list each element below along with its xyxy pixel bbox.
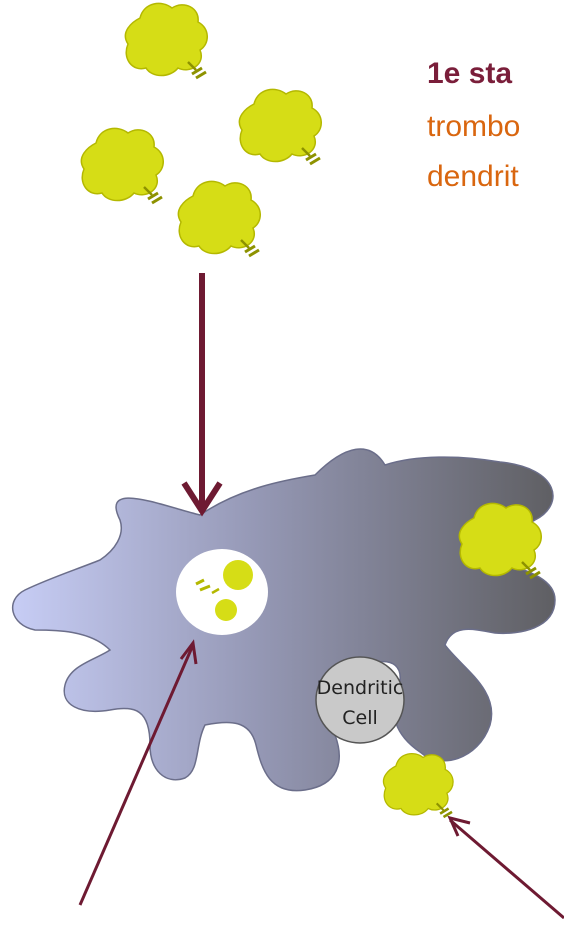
platelet-pointer-arrow [450, 820, 564, 918]
ingested-particle-large [223, 560, 253, 590]
cell-label-line2: Cell [342, 707, 378, 729]
cell-nucleus [316, 657, 404, 743]
ingested-particle-small [215, 599, 237, 621]
title-line-1: 1e sta [427, 57, 512, 91]
dendritic-cell-body [13, 449, 555, 791]
platelet-icon [178, 181, 260, 256]
platelet-icon [125, 3, 207, 78]
platelet-icon [383, 754, 453, 817]
title-line-3: dendrit [427, 160, 519, 194]
title-line-2: trombo [427, 110, 520, 144]
platelet-icon [239, 89, 321, 164]
phagosome-vacuole [176, 549, 268, 635]
cell-label-line1: Dendritic [317, 677, 404, 699]
platelet-icon [81, 128, 163, 203]
